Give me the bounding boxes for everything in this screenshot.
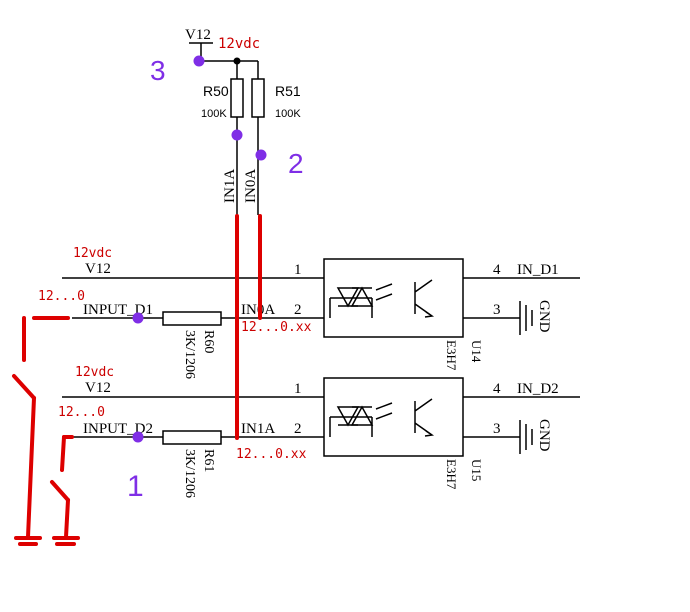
channel-1: V12 12vdc INPUT_D1 12...0 R60 3K/1206 IN… bbox=[38, 246, 580, 379]
phototransistor-1 bbox=[414, 279, 435, 318]
r60-body bbox=[162, 311, 222, 326]
pin-4-label-u14: 4 bbox=[493, 262, 501, 278]
u14-part-label: E3H7 bbox=[444, 340, 459, 371]
r60-ref-label: R60 bbox=[201, 330, 216, 353]
marker-dot-r50 bbox=[231, 129, 243, 141]
opto-u15-body bbox=[323, 377, 464, 457]
phototransistor-2 bbox=[414, 398, 435, 437]
led-diode-2 bbox=[336, 406, 360, 427]
red-annotations bbox=[12, 214, 262, 546]
led-diode-1 bbox=[336, 287, 360, 308]
pin-2-label-u15: 2 bbox=[294, 421, 302, 437]
marker-dot-2 bbox=[255, 149, 267, 161]
marker-dot-1 bbox=[132, 431, 144, 443]
input-d2-note: 12...0 bbox=[58, 405, 105, 420]
red-switch2-blade bbox=[50, 480, 70, 502]
marker-dot-3 bbox=[193, 55, 205, 67]
red-switch2-drop bbox=[64, 498, 70, 539]
r60-value-label: 3K/1206 bbox=[182, 330, 197, 379]
pin-1-label-u15: 1 bbox=[294, 381, 302, 397]
v12-note-1: 12vdc bbox=[73, 246, 112, 261]
r51-body bbox=[251, 78, 265, 118]
in1a-node-label: IN1A bbox=[241, 421, 275, 437]
gnd-label-2: GND bbox=[536, 419, 552, 452]
u15-part-label: E3H7 bbox=[444, 459, 459, 490]
pin-2-label-u14: 2 bbox=[294, 302, 302, 318]
in1a-vertical-label: IN1A bbox=[222, 169, 238, 203]
supply-voltage-note: 12vdc bbox=[218, 36, 260, 52]
led-diode-2b bbox=[350, 405, 374, 426]
r51-ref-label: R51 bbox=[275, 83, 301, 99]
opto-u14-body bbox=[323, 258, 464, 338]
marker-label-1: 1 bbox=[127, 470, 144, 503]
u14-ref-label: U14 bbox=[469, 340, 484, 363]
light-arrows-1 bbox=[375, 283, 393, 301]
pin-4-label-u15: 4 bbox=[493, 381, 501, 397]
v12-note-2: 12vdc bbox=[75, 365, 114, 380]
purple-markers bbox=[132, 55, 267, 443]
v12-label-1: V12 bbox=[85, 261, 111, 277]
pin-3-label-u14: 3 bbox=[493, 302, 501, 318]
r50-value-label: 100K bbox=[201, 108, 227, 120]
v12-supply-label: V12 bbox=[185, 27, 211, 43]
u15-ref-label: U15 bbox=[469, 459, 484, 481]
r61-value-label: 3K/1206 bbox=[182, 449, 197, 498]
channel-2: V12 12vdc INPUT_D2 12...0 R61 3K/1206 IN… bbox=[58, 365, 580, 498]
in-d2-output-label: IN_D2 bbox=[517, 381, 559, 397]
r61-body bbox=[162, 430, 222, 445]
r51-value-label: 100K bbox=[275, 108, 301, 120]
pin-3-label-u15: 3 bbox=[493, 421, 501, 437]
red-switch1-blade bbox=[12, 374, 36, 400]
pin-1-label-u14: 1 bbox=[294, 262, 302, 278]
marker-label-2: 2 bbox=[288, 148, 304, 179]
red-switch2-stub bbox=[60, 435, 66, 472]
r61-ref-label: R61 bbox=[201, 449, 216, 472]
in0a-vertical-label: IN0A bbox=[243, 169, 259, 203]
r50-body bbox=[230, 78, 244, 118]
in1a-node-note: 12...0.xx bbox=[236, 447, 307, 462]
junction-dot bbox=[233, 57, 241, 65]
light-arrows-2 bbox=[375, 402, 393, 420]
r50-ref-label: R50 bbox=[203, 83, 229, 99]
led-diode-1b bbox=[350, 286, 374, 307]
marker-label-3: 3 bbox=[150, 55, 166, 86]
v12-label-2: V12 bbox=[85, 380, 111, 396]
in-d1-output-label: IN_D1 bbox=[517, 262, 559, 278]
in0a-node-note: 12...0.xx bbox=[241, 320, 312, 335]
red-switch1-drop bbox=[26, 396, 36, 539]
input-d1-note: 12...0 bbox=[38, 289, 85, 304]
marker-dot-d1 bbox=[132, 312, 144, 324]
gnd-label-1: GND bbox=[536, 300, 552, 333]
